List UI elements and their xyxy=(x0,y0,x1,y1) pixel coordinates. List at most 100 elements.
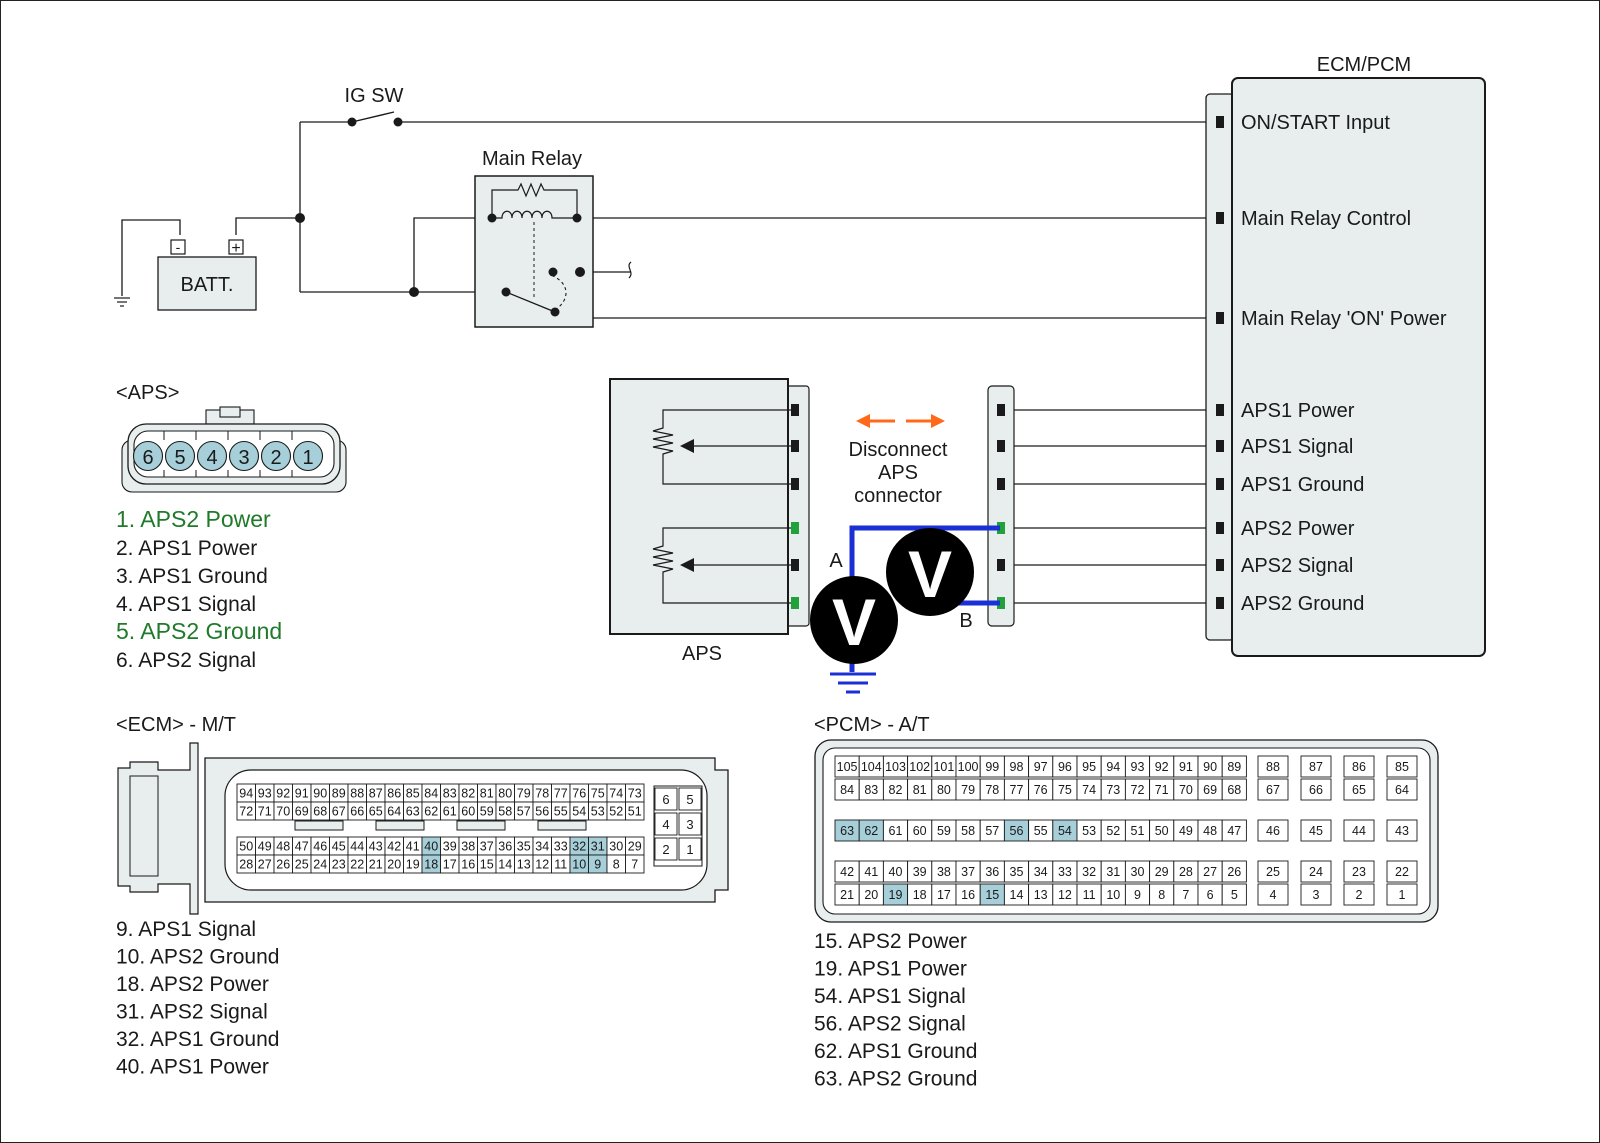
pcm-pin-number: 37 xyxy=(961,865,975,879)
voltmeter-1: V xyxy=(886,528,974,616)
ecm-pin-number: 12 xyxy=(535,858,549,872)
ecm-pin-number: 81 xyxy=(480,787,494,801)
ecm-pin-cell xyxy=(625,801,645,821)
pcm-pin-number: 5 xyxy=(1231,888,1238,902)
pcm-side-pin-number: 45 xyxy=(1309,824,1323,838)
pcm-pin-number: 30 xyxy=(1131,865,1145,879)
junction-dots xyxy=(295,213,585,297)
ecm-side-pin-number: 1 xyxy=(686,842,693,857)
ecm-pin-number: 85 xyxy=(406,787,420,801)
point-b-label: B xyxy=(959,610,972,632)
ecm-legend-item: 18. APS2 Power xyxy=(116,973,269,996)
pcm-pin-number: 59 xyxy=(937,824,951,838)
aps-legend-item: 6. APS2 Signal xyxy=(116,649,256,672)
aps-legend-item: 5. APS2 Ground xyxy=(116,618,282,644)
ecm-pin-number: 91 xyxy=(295,787,309,801)
pcm-pin-number: 41 xyxy=(864,865,878,879)
ecm-pin-number: 59 xyxy=(480,805,494,819)
ecm-pin-terminal xyxy=(1216,212,1224,224)
pcm-side-pin-number: 88 xyxy=(1266,760,1280,774)
ecm-pin-number: 52 xyxy=(609,805,623,819)
pcm-pin-number: 69 xyxy=(1203,783,1217,797)
ecm-pin-number: 65 xyxy=(369,805,383,819)
pcm-pin-number: 14 xyxy=(1010,888,1024,902)
ecm-side-pin-cell xyxy=(678,812,702,836)
pcm-side-pin-number: 44 xyxy=(1352,824,1366,838)
pcm-pin-number: 52 xyxy=(1106,824,1120,838)
ecm-pin-number: 14 xyxy=(498,858,512,872)
pcm-pin-number: 80 xyxy=(937,783,951,797)
main-relay-label: Main Relay xyxy=(482,148,582,170)
pcm-side-pin-cell xyxy=(1343,819,1375,842)
pcm-side-pin-number: 24 xyxy=(1309,865,1323,879)
pcm-pin-number: 72 xyxy=(1131,783,1145,797)
ecm-pin-terminal xyxy=(1216,440,1224,452)
ecm-pin-number: 67 xyxy=(332,805,346,819)
pcm-pin-number: 83 xyxy=(864,783,878,797)
aps-pin xyxy=(260,440,292,472)
pcm-pin-number: 75 xyxy=(1058,783,1072,797)
pcm-pin-number: 104 xyxy=(861,760,882,774)
ecm-legend-item: 32. APS1 Ground xyxy=(116,1028,279,1051)
pcm-pin-number: 21 xyxy=(840,888,854,902)
ecm-pin-terminal xyxy=(1216,522,1224,534)
pcm-pin-number: 10 xyxy=(1106,888,1120,902)
ecm-pin-number: 48 xyxy=(276,840,290,854)
circuit-wires xyxy=(121,121,1216,604)
ecm-pin-number: 72 xyxy=(239,805,253,819)
ecm-pin-number: 57 xyxy=(517,805,531,819)
pcm-legend-item: 62. APS1 Ground xyxy=(814,1040,977,1063)
ecm-pin-number: 35 xyxy=(517,840,531,854)
pcm-side-pin-number: 23 xyxy=(1352,865,1366,879)
ecm-side-pin-number: 2 xyxy=(662,842,669,857)
aps-pin-number: 3 xyxy=(238,447,249,469)
ecm-pin-number: 63 xyxy=(406,805,420,819)
ecm-pin-number: 87 xyxy=(369,787,383,801)
pcm-side-pin-number: 46 xyxy=(1266,824,1280,838)
pcm-pin-number: 56 xyxy=(1010,824,1024,838)
ecm-pin-number: 68 xyxy=(313,805,327,819)
ecm-pin-number: 45 xyxy=(332,840,346,854)
pcm-side-pin-cell xyxy=(1343,778,1375,801)
pcm-pin-number: 8 xyxy=(1158,888,1165,902)
aps-legend-item: 2. APS1 Power xyxy=(116,537,257,560)
pcm-pin-number: 53 xyxy=(1082,824,1096,838)
aps-legend-item: 3. APS1 Ground xyxy=(116,565,268,588)
harness-connector xyxy=(987,385,1015,627)
disconnect-line-2: APS xyxy=(878,462,918,484)
ecm-pin-number: 82 xyxy=(461,787,475,801)
ecm-pin-number: 8 xyxy=(613,858,620,872)
ecm-pin-number: 43 xyxy=(369,840,383,854)
ecm-pin-number: 29 xyxy=(628,840,642,854)
disconnect-arrows-icon xyxy=(856,414,945,428)
pcm-pin-number: 77 xyxy=(1010,783,1024,797)
pcm-side-pin-number: 67 xyxy=(1266,783,1280,797)
pcm-pin-number: 27 xyxy=(1203,865,1217,879)
pcm-pin-number: 97 xyxy=(1034,760,1048,774)
ecm-pin-cell xyxy=(625,854,645,874)
pcm-side-pin-cell xyxy=(1257,883,1289,906)
aps-pin-number: 1 xyxy=(302,447,313,469)
pcm-pin-number: 90 xyxy=(1203,760,1217,774)
pcm-pin-number: 57 xyxy=(985,824,999,838)
pcm-legend-item: 15. APS2 Power xyxy=(814,930,967,953)
ecm-pin-number: 39 xyxy=(443,840,457,854)
ecm-pin-number: 74 xyxy=(609,787,623,801)
pcm-pin-number: 62 xyxy=(864,824,878,838)
ecm-pin-number: 50 xyxy=(239,840,253,854)
ecm-side-pin-cell xyxy=(678,837,702,861)
pcm-side-pin-cell xyxy=(1386,883,1418,906)
ecm-legend-item: 31. APS2 Signal xyxy=(116,1001,268,1024)
ecm-pin-number: 53 xyxy=(591,805,605,819)
pcm-pin-number: 9 xyxy=(1134,888,1141,902)
ecm-pin-number: 44 xyxy=(350,840,364,854)
pcm-pin-number: 54 xyxy=(1058,824,1072,838)
aps-pin xyxy=(228,440,260,472)
pcm-side-pin-cell xyxy=(1300,778,1332,801)
ecm-pin-number: 51 xyxy=(628,805,642,819)
pcm-pin-number: 82 xyxy=(889,783,903,797)
ecm-pin-number: 69 xyxy=(295,805,309,819)
